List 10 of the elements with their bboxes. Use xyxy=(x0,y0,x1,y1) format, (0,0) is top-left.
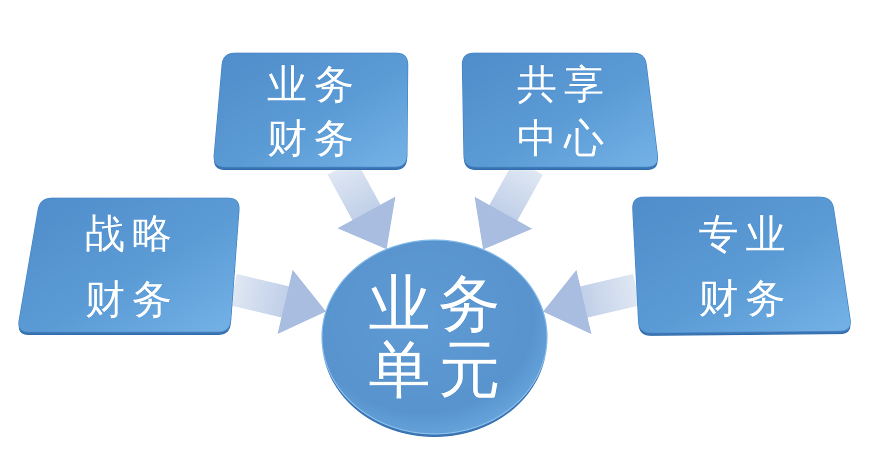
rounded-box xyxy=(462,53,659,170)
box-label: 业务财务 xyxy=(266,60,362,164)
box-label: 专业财务 xyxy=(698,210,794,324)
rounded-box xyxy=(632,197,852,336)
rounded-box xyxy=(213,53,408,170)
rounded-box xyxy=(17,198,240,335)
circle-label: 业务单元 xyxy=(368,271,510,403)
box-label: 战略财务 xyxy=(84,210,180,324)
box-label: 共享中心 xyxy=(516,60,612,164)
center-circle xyxy=(322,240,547,437)
